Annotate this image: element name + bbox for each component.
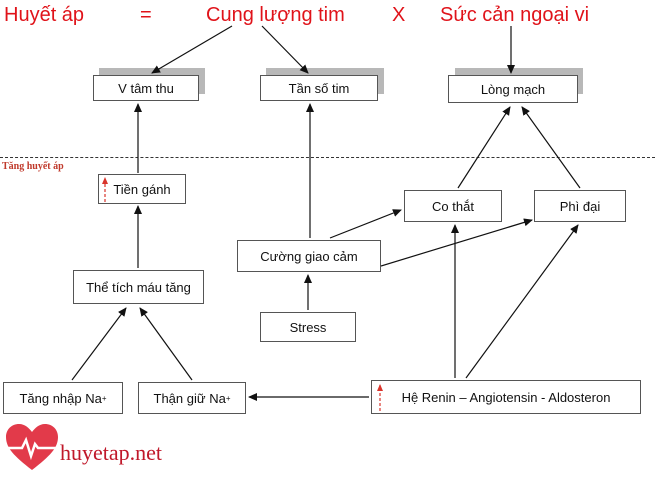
header-times: X bbox=[392, 4, 406, 26]
node-sympathetic: Cường giao cảm bbox=[237, 240, 381, 272]
arrow bbox=[139, 307, 193, 381]
arrow bbox=[329, 209, 402, 239]
heart-logo-icon bbox=[6, 424, 58, 470]
node-label: Phì đại bbox=[559, 198, 601, 214]
node-constriction: Co thắt bbox=[404, 190, 502, 222]
node-label: V tâm thu bbox=[118, 80, 174, 96]
header-peripheral-resistance: Sức cản ngoại vi bbox=[440, 4, 590, 26]
node-stress: Stress bbox=[260, 312, 356, 342]
node-label: Hệ Renin – Angiotensin - Aldosteron bbox=[401, 389, 611, 405]
node-label: Thể tích máu tăng bbox=[86, 279, 191, 295]
node-hypertrophy: Phì đại bbox=[534, 190, 626, 222]
node-vessel-lumen: Lòng mạch bbox=[448, 75, 578, 103]
node-label: Thận giữ Na bbox=[153, 390, 226, 406]
node-kidney-retention: Thận giữ Na+ bbox=[138, 382, 246, 414]
arrow bbox=[151, 25, 233, 74]
arrow bbox=[261, 25, 309, 74]
node-label: Stress bbox=[289, 319, 327, 335]
header-cardiac-output: Cung lượng tim bbox=[206, 4, 345, 26]
node-label: Cường giao cảm bbox=[260, 248, 358, 264]
arrow bbox=[465, 224, 579, 379]
sodium-superscript: + bbox=[225, 393, 231, 403]
site-logo-text: huyetap.net bbox=[60, 440, 163, 465]
node-label: Tiền gánh bbox=[113, 181, 171, 197]
node-stroke-volume: V tâm thu bbox=[93, 75, 199, 101]
header-blood-pressure: Huyết áp bbox=[4, 4, 85, 26]
hypertension-threshold-line bbox=[0, 157, 655, 158]
sodium-superscript: + bbox=[101, 393, 107, 403]
node-blood-volume: Thể tích máu tăng bbox=[73, 270, 204, 304]
arrow bbox=[521, 106, 581, 189]
node-label: Co thắt bbox=[432, 198, 474, 214]
node-label: Lòng mạch bbox=[480, 81, 546, 97]
node-label: Tần số tim bbox=[288, 80, 350, 96]
node-heart-rate: Tần số tim bbox=[260, 75, 378, 101]
node-preload: Tiền gánh bbox=[98, 174, 186, 204]
arrow bbox=[380, 218, 533, 267]
node-sodium-intake: Tăng nhập Na+ bbox=[3, 382, 123, 414]
threshold-label: Tăng huyết áp bbox=[2, 161, 64, 172]
node-label: Tăng nhập Na bbox=[19, 390, 102, 406]
header-equals: = bbox=[140, 4, 152, 26]
arrow bbox=[71, 307, 127, 381]
node-raas: Hệ Renin – Angiotensin - Aldosteron bbox=[371, 380, 641, 414]
arrow bbox=[457, 106, 511, 189]
